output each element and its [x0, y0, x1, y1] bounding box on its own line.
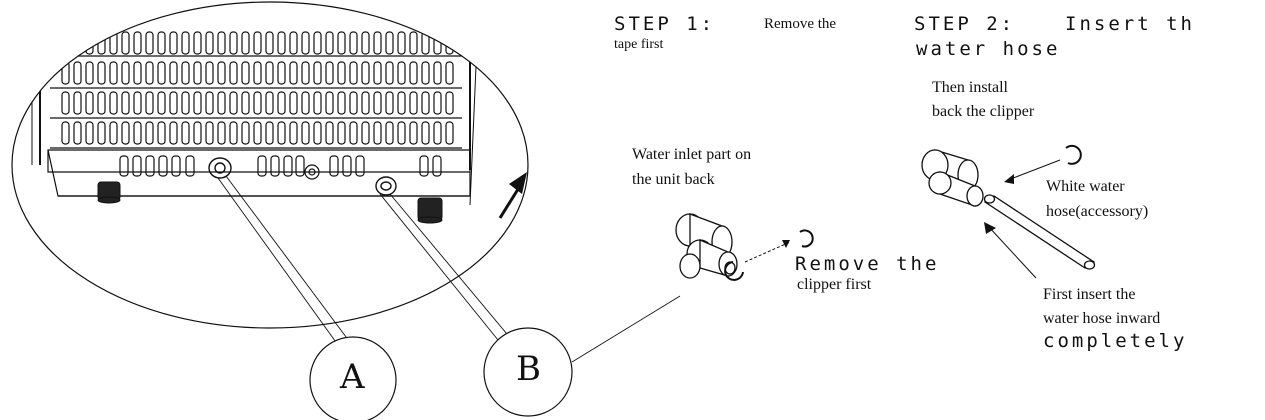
- insert-arrow: [987, 225, 1037, 279]
- circle-a-letter: A: [340, 357, 365, 397]
- circle-b-letter: B: [516, 349, 541, 389]
- remove-arrow: [744, 241, 791, 263]
- unit-back-panel: [31, 19, 479, 224]
- leader-line-b: [379, 193, 499, 341]
- first-insert-line3: completely: [1043, 330, 1188, 352]
- step2-desc-line1: Insert th: [1065, 13, 1195, 35]
- water-inlet-port-a: [208, 157, 232, 179]
- install-label-line2: back the clipper: [932, 103, 1035, 120]
- water-port-b: [375, 176, 397, 196]
- install-label-line1: Then install: [932, 79, 1008, 96]
- direction-arrow-icon: [498, 172, 527, 219]
- clipper-install-icon: [1065, 144, 1082, 165]
- drain-port-small: [304, 164, 320, 180]
- inlet-fitting-step2: [921, 149, 984, 207]
- inlet-label-line2: the unit back: [632, 171, 715, 188]
- step1-desc-line1: Remove the: [764, 16, 837, 32]
- first-insert-line1: First insert the: [1043, 286, 1136, 303]
- clipper-removed-icon: [799, 229, 814, 248]
- inlet-label-line1: Water inlet part on: [632, 146, 752, 163]
- magnified-view-oval: [11, 1, 529, 329]
- step2-title: STEP 2:: [914, 13, 1016, 35]
- unit-feet: [97, 181, 443, 224]
- first-insert-line2: water hose inward: [1043, 310, 1161, 327]
- leader-line-b-to-fitting: [571, 295, 681, 363]
- white-hose-line1: White water: [1046, 178, 1125, 195]
- step1-title: STEP 1:: [614, 13, 716, 35]
- remove-clipper-line2: clipper first: [797, 276, 872, 293]
- callout-circle-b: [483, 327, 573, 417]
- white-hose-line2: hose(accessory): [1046, 203, 1149, 220]
- white-water-hose: [983, 194, 1096, 270]
- remove-clipper-line1: Remove the: [795, 253, 940, 275]
- step2-desc-line2: water hose: [916, 38, 1061, 60]
- leader-line-a: [217, 177, 339, 346]
- callout-circle-a: [309, 336, 397, 420]
- step1-desc-line2: tape first: [614, 37, 664, 52]
- bottom-plate: [47, 149, 471, 197]
- inlet-fitting-step1: [675, 213, 738, 279]
- vent-grille: [50, 31, 462, 149]
